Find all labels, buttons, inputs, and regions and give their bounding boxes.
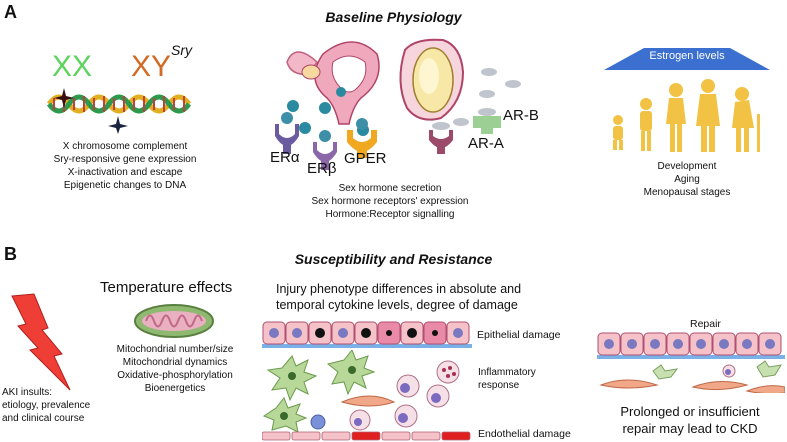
genetic-factor: X chromosome complement <box>62 141 188 152</box>
estrogen-levels-label: Estrogen levels <box>649 50 725 62</box>
sry-superscript: Sry <box>171 42 192 58</box>
girl-silhouette-icon <box>640 98 652 151</box>
genetic-factor: Sry-responsive gene expression <box>53 154 197 165</box>
panel-a-letter: A <box>4 2 17 22</box>
er-alpha-receptor-icon <box>275 112 299 154</box>
mito-factor: Oxidative-phosphorylation <box>117 370 233 381</box>
aki-insults-text: AKI insults: etiology, prevalence and cl… <box>2 386 90 425</box>
lightning-bolt-icon <box>11 293 71 391</box>
injury-heading: Injury phenotype differences in absolute… <box>276 281 521 313</box>
life-stage: Menopausal stages <box>643 187 731 198</box>
endothelial-cell-row <box>262 431 471 441</box>
injury-heading-line: Injury phenotype differences in absolute… <box>276 282 522 296</box>
mito-factor: Mitochondrial number/size <box>116 344 234 355</box>
endothelial-damage-label: Endothelial damage <box>478 428 571 440</box>
hormone-receptor-illustration <box>275 38 521 170</box>
genetic-factor: Epigenetic changes to DNA <box>63 180 187 191</box>
uterus-icon <box>286 41 380 125</box>
inflammatory-cells-illustration <box>262 350 460 432</box>
ckd-line: Prolonged or insufficient <box>620 404 760 419</box>
inflammatory-line: response <box>478 380 520 391</box>
panel-a-title: Baseline Physiology <box>325 9 462 25</box>
repair-illustration <box>597 332 785 393</box>
hormone-factors-list: Sex hormone secretion Sex hormone recept… <box>290 182 490 221</box>
gper-label: GPER <box>344 150 387 167</box>
ar-b-receptor-icon <box>473 108 501 134</box>
inflammatory-line: Inflammatory <box>478 367 536 378</box>
estrogen-levels-banner <box>604 48 770 70</box>
er-beta-label: ERβ <box>307 160 337 177</box>
inflammatory-response-label: Inflammatory response <box>478 366 536 392</box>
genetic-factors-list: X chromosome complement Sry-responsive g… <box>40 140 210 192</box>
temperature-effects-title: Temperature effects <box>100 279 233 296</box>
panel-b-letter: B <box>4 244 17 264</box>
genetic-factor: X-inactivation and escape <box>67 167 183 178</box>
er-alpha-label: ERα <box>270 149 300 166</box>
injury-heading-line: temporal cytokine levels, degree of dama… <box>276 298 518 312</box>
mito-factor: Bioenergetics <box>144 383 206 394</box>
child-silhouette-icon <box>613 115 623 150</box>
epithelial-cell-row <box>262 321 472 348</box>
ar-a-label: AR-A <box>468 135 504 152</box>
xx-chromosome-label: XX <box>52 50 93 83</box>
testis-icon <box>399 38 465 121</box>
ckd-text: Prolonged or insufficient repair may lea… <box>595 403 785 437</box>
young-woman-silhouette-icon <box>666 83 686 152</box>
xy-chromosome-label: XY <box>131 50 172 83</box>
ckd-line: repair may lead to CKD <box>622 421 758 436</box>
aki-line: AKI insults: <box>2 387 53 398</box>
aki-line: and clinical course <box>2 413 85 424</box>
hormone-factor: Sex hormone secretion <box>338 183 442 194</box>
panel-b-title: Susceptibility and Resistance <box>294 251 493 267</box>
dna-helix-icon <box>46 88 192 134</box>
epithelial-damage-label: Epithelial damage <box>477 329 561 341</box>
fibroblast-icons <box>599 379 785 393</box>
life-stage: Aging <box>674 174 700 185</box>
elderly-woman-silhouette-icon <box>732 87 760 152</box>
mito-factors-list: Mitochondrial number/size Mitochondrial … <box>95 343 255 395</box>
er-beta-receptor-icon <box>313 130 337 170</box>
aki-line: etiology, prevalence <box>2 400 91 411</box>
adult-woman-silhouette-icon <box>696 79 720 152</box>
mitochondrion-icon <box>134 304 214 338</box>
hormone-factor: Hormone:Receptor signalling <box>325 209 455 220</box>
ar-b-label: AR-B <box>503 107 539 124</box>
gper-receptor-icon <box>347 118 377 158</box>
hormone-factor: Sex hormone receptors' expression <box>311 196 469 207</box>
life-stages-list: Development Aging Menopausal stages <box>604 160 770 199</box>
life-stage: Development <box>657 161 717 172</box>
androgen-dots <box>453 68 521 126</box>
ar-a-receptor-icon <box>429 122 453 154</box>
repair-label: Repair <box>690 318 721 330</box>
mito-factor: Mitochondrial dynamics <box>122 357 228 368</box>
life-stage-silhouettes <box>613 79 760 152</box>
